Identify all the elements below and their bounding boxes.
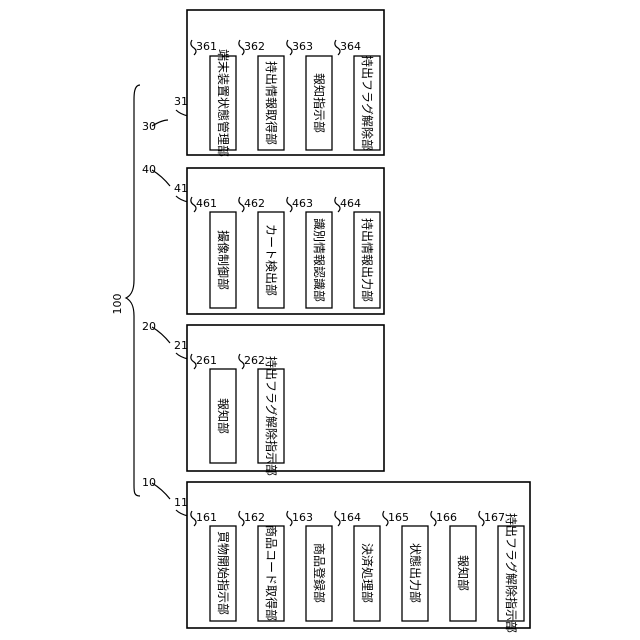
module-text: 状態出力部 <box>408 543 423 603</box>
module-ref: 164 <box>340 511 361 524</box>
group-20: 20 21 261 報知部 262 持出フラグ解除指示部 <box>142 320 384 476</box>
module-text: 報知部 <box>456 555 471 591</box>
module-text: 撮像制御部 <box>216 230 231 290</box>
module-text: 持出情報出力部 <box>360 218 375 302</box>
group-label: 10 <box>142 476 156 489</box>
inner-label: 41 <box>174 182 188 195</box>
module-ref: 362 <box>244 40 265 53</box>
inner-label: 21 <box>174 339 188 352</box>
group-arrow-icon <box>152 327 170 343</box>
module-text: 識別情報認識部 <box>312 218 327 302</box>
group-30: 30 31 361 端末装置状態管理部 362 持出情報取得部 363 報知指示… <box>142 10 384 157</box>
module-text: 商品登録部 <box>312 543 327 603</box>
group-arrow-icon <box>152 483 170 499</box>
module-text: 買物開始指示部 <box>216 531 231 615</box>
module-ref: 462 <box>244 197 265 210</box>
module-ref: 461 <box>196 197 217 210</box>
module-ref: 363 <box>292 40 313 53</box>
module-text: 商品コード取得部 <box>264 525 279 621</box>
group-10: 10 11 161 買物開始指示部 162 商品コード取得部 163 商品登録部… <box>142 476 530 633</box>
group-arrow-icon <box>152 170 170 186</box>
module-text: 端末装置状態管理部 <box>216 49 231 157</box>
group-label: 30 <box>142 120 156 133</box>
module-text: 持出フラグ解除部 <box>360 55 375 151</box>
module-text: 報知部 <box>216 398 231 434</box>
module-ref: 163 <box>292 511 313 524</box>
module-ref: 364 <box>340 40 361 53</box>
module-text: 持出フラグ解除指示部 <box>504 513 519 633</box>
module-ref: 166 <box>436 511 457 524</box>
inner-label: 11 <box>174 496 188 509</box>
module-text: 決済処理部 <box>360 543 375 603</box>
group-40: 40 41 461 撮像制御部 462 カート検出部 463 識別情報認識部 4… <box>142 163 384 314</box>
module-text: カート検出部 <box>264 224 279 296</box>
module-text: 持出フラグ解除指示部 <box>264 356 279 476</box>
module-ref: 165 <box>388 511 409 524</box>
module-text: 持出情報取得部 <box>264 61 279 145</box>
group-label: 40 <box>142 163 156 176</box>
inner-label: 31 <box>174 95 188 108</box>
module-ref: 162 <box>244 511 265 524</box>
system-label: 100 <box>111 294 124 315</box>
module-text: 報知指示部 <box>312 73 327 133</box>
module-ref: 161 <box>196 511 217 524</box>
module-ref: 463 <box>292 197 313 210</box>
system-brace <box>126 85 140 496</box>
module-ref: 167 <box>484 511 505 524</box>
module-ref: 361 <box>196 40 217 53</box>
module-ref: 261 <box>196 354 217 367</box>
module-ref: 464 <box>340 197 361 210</box>
module-ref: 262 <box>244 354 265 367</box>
group-label: 20 <box>142 320 156 333</box>
